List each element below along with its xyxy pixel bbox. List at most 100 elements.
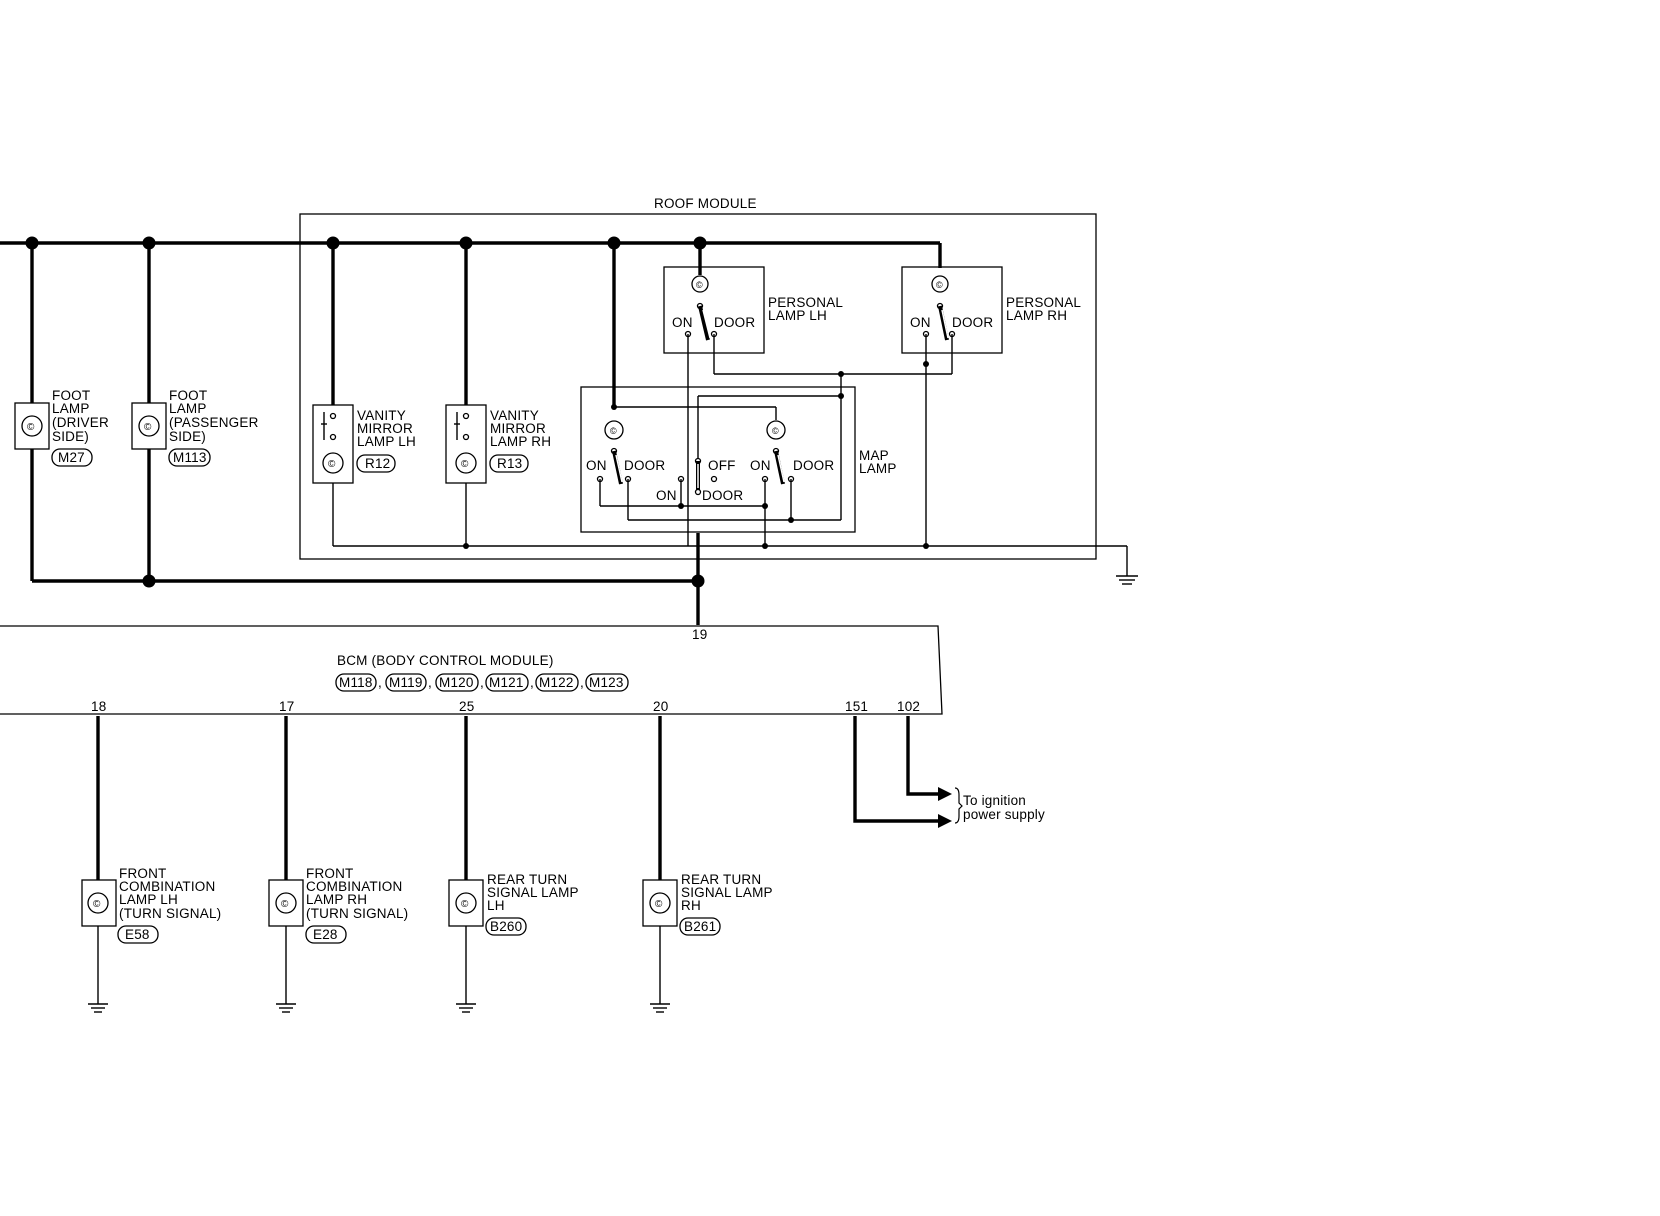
front-combo-lh-line-2: COMBINATION: [119, 879, 215, 894]
top-power-bus: [0, 236, 942, 268]
rear-turn-lh-line-1: REAR TURN: [487, 872, 567, 887]
connector-r12: R12: [356, 454, 396, 473]
rear-turn-rh-line-1: REAR TURN: [681, 872, 761, 887]
personal-lh-door: DOOR: [714, 315, 755, 330]
svg-text:,: ,: [580, 675, 584, 690]
foot-lamp-passenger-line-1: FOOT: [169, 388, 207, 403]
svg-text:©: ©: [696, 280, 703, 290]
svg-text:,: ,: [480, 675, 484, 690]
map-right-door: DOOR: [793, 458, 834, 473]
front-combo-lh-line-4: (TURN SIGNAL): [119, 906, 221, 921]
svg-text:©: ©: [27, 422, 35, 433]
svg-text:M123: M123: [589, 675, 624, 690]
bcm-body-control-module: 19 BCM (BODY CONTROL MODULE) M118 , M119…: [0, 625, 943, 715]
foot-lamp-passenger-line-3: (PASSENGER: [169, 415, 259, 430]
vanity-mirror-lamp-rh: © VANITY MIRROR LAMP RH R13: [445, 243, 551, 546]
bcm-pin-19: 19: [692, 627, 707, 642]
map-lamp-line-1: MAP: [859, 448, 889, 463]
roof-ground-wire: [333, 543, 1138, 585]
svg-text:,: ,: [530, 675, 534, 690]
svg-text:,: ,: [378, 675, 382, 690]
vanity-lh-line-1: VANITY: [357, 408, 406, 423]
svg-text:©: ©: [461, 459, 469, 470]
bcm-pin-20: 20: [653, 699, 668, 714]
bcm-connector-m119: M119: [385, 673, 427, 692]
personal-lh-line-2: LAMP LH: [768, 308, 827, 323]
vanity-lh-line-3: LAMP LH: [357, 434, 416, 449]
map-off: OFF: [708, 458, 736, 473]
foot-lamp-passenger-line-2: LAMP: [169, 401, 207, 416]
svg-text:©: ©: [461, 899, 469, 910]
svg-text:B261: B261: [684, 919, 716, 934]
svg-text:©: ©: [610, 426, 617, 436]
personal-rh-door: DOOR: [952, 315, 993, 330]
svg-text:M122: M122: [539, 675, 574, 690]
map-lamp-line-2: LAMP: [859, 461, 897, 476]
connector-e28: E28: [305, 925, 347, 944]
connector-m27: M27: [51, 448, 93, 467]
bcm-pin-17: 17: [279, 699, 294, 714]
connector-m113: M113: [168, 448, 211, 467]
personal-lamp-lh: © ON DOOR PERSONAL LAMP LH: [663, 243, 843, 546]
bcm-connector-m120: M120: [435, 673, 479, 692]
map-right-on: ON: [750, 458, 771, 473]
rear-turn-rh-line-2: SIGNAL LAMP: [681, 885, 773, 900]
roof-module-label: ROOF MODULE: [654, 196, 757, 211]
bcm-connector-m122: M122: [535, 673, 579, 692]
foot-lamp-driver: © FOOT LAMP (DRIVER SIDE) M27: [14, 388, 109, 467]
ignition-line-2: power supply: [963, 807, 1045, 822]
map-left-on: ON: [586, 458, 607, 473]
foot-lamp-passenger-line-4: SIDE): [169, 429, 206, 444]
svg-text:R12: R12: [365, 456, 390, 471]
map-lamp: © ON DOOR OFF ON DOOR © ON DOOR: [580, 243, 897, 546]
front-combination-lamp-rh: © FRONT COMBINATION LAMP RH (TURN SIGNAL…: [268, 716, 408, 1013]
vanity-rh-line-1: VANITY: [490, 408, 539, 423]
bcm-connector-m121: M121: [485, 673, 529, 692]
connector-e58: E58: [117, 925, 159, 944]
connector-r13: R13: [489, 454, 529, 473]
personal-rh-line-1: PERSONAL: [1006, 295, 1081, 310]
front-combination-lamp-lh: © FRONT COMBINATION LAMP LH (TURN SIGNAL…: [81, 716, 221, 1013]
svg-text:©: ©: [328, 459, 336, 470]
foot-lamp-driver-line-3: (DRIVER: [52, 415, 109, 430]
personal-lamp-rh: © ON DOOR PERSONAL LAMP RH: [901, 266, 1081, 546]
map-left-door: DOOR: [624, 458, 665, 473]
foot-lamp-driver-line-1: FOOT: [52, 388, 90, 403]
svg-text:M121: M121: [489, 675, 524, 690]
front-combo-rh-line-3: LAMP RH: [306, 892, 367, 907]
svg-text:E58: E58: [125, 927, 150, 942]
ignition-line-1: To ignition: [963, 793, 1026, 808]
bcm-pin-151: 151: [845, 699, 868, 714]
personal-lh-on: ON: [672, 315, 693, 330]
front-combo-rh-line-4: (TURN SIGNAL): [306, 906, 408, 921]
personal-rh-on: ON: [910, 315, 931, 330]
rear-turn-signal-lamp-lh: © REAR TURN SIGNAL LAMP LH B260: [448, 716, 579, 1013]
bcm-pin-18: 18: [91, 699, 106, 714]
rear-turn-signal-lamp-rh: © REAR TURN SIGNAL LAMP RH B261: [642, 716, 773, 1013]
svg-text:©: ©: [936, 280, 943, 290]
bcm-label: BCM (BODY CONTROL MODULE): [337, 653, 554, 668]
bcm-pin-102: 102: [897, 699, 920, 714]
vanity-lh-line-2: MIRROR: [357, 421, 413, 436]
bcm-connector-m123: M123: [585, 673, 629, 692]
svg-text:M113: M113: [173, 450, 207, 465]
rear-turn-lh-line-3: LH: [487, 898, 505, 913]
svg-text:M118: M118: [339, 675, 373, 690]
foot-lamp-driver-line-2: LAMP: [52, 401, 90, 416]
bcm-pin-25: 25: [459, 699, 474, 714]
svg-text:R13: R13: [497, 456, 522, 471]
svg-text:©: ©: [772, 426, 779, 436]
ignition-power-supply: To ignition power supply: [853, 716, 1045, 828]
svg-text:M120: M120: [439, 675, 474, 690]
bcm-connector-m118: M118: [335, 673, 377, 692]
rear-turn-lh-line-2: SIGNAL LAMP: [487, 885, 579, 900]
front-combo-rh-line-2: COMBINATION: [306, 879, 402, 894]
svg-text:,: ,: [428, 675, 432, 690]
door-switch-wire: [714, 371, 952, 520]
svg-text:©: ©: [655, 899, 663, 910]
map-mid-on: ON: [656, 488, 677, 503]
vanity-rh-line-2: MIRROR: [490, 421, 546, 436]
connector-b260: B260: [485, 917, 527, 936]
vanity-rh-line-3: LAMP RH: [490, 434, 551, 449]
svg-text:B260: B260: [490, 919, 522, 934]
